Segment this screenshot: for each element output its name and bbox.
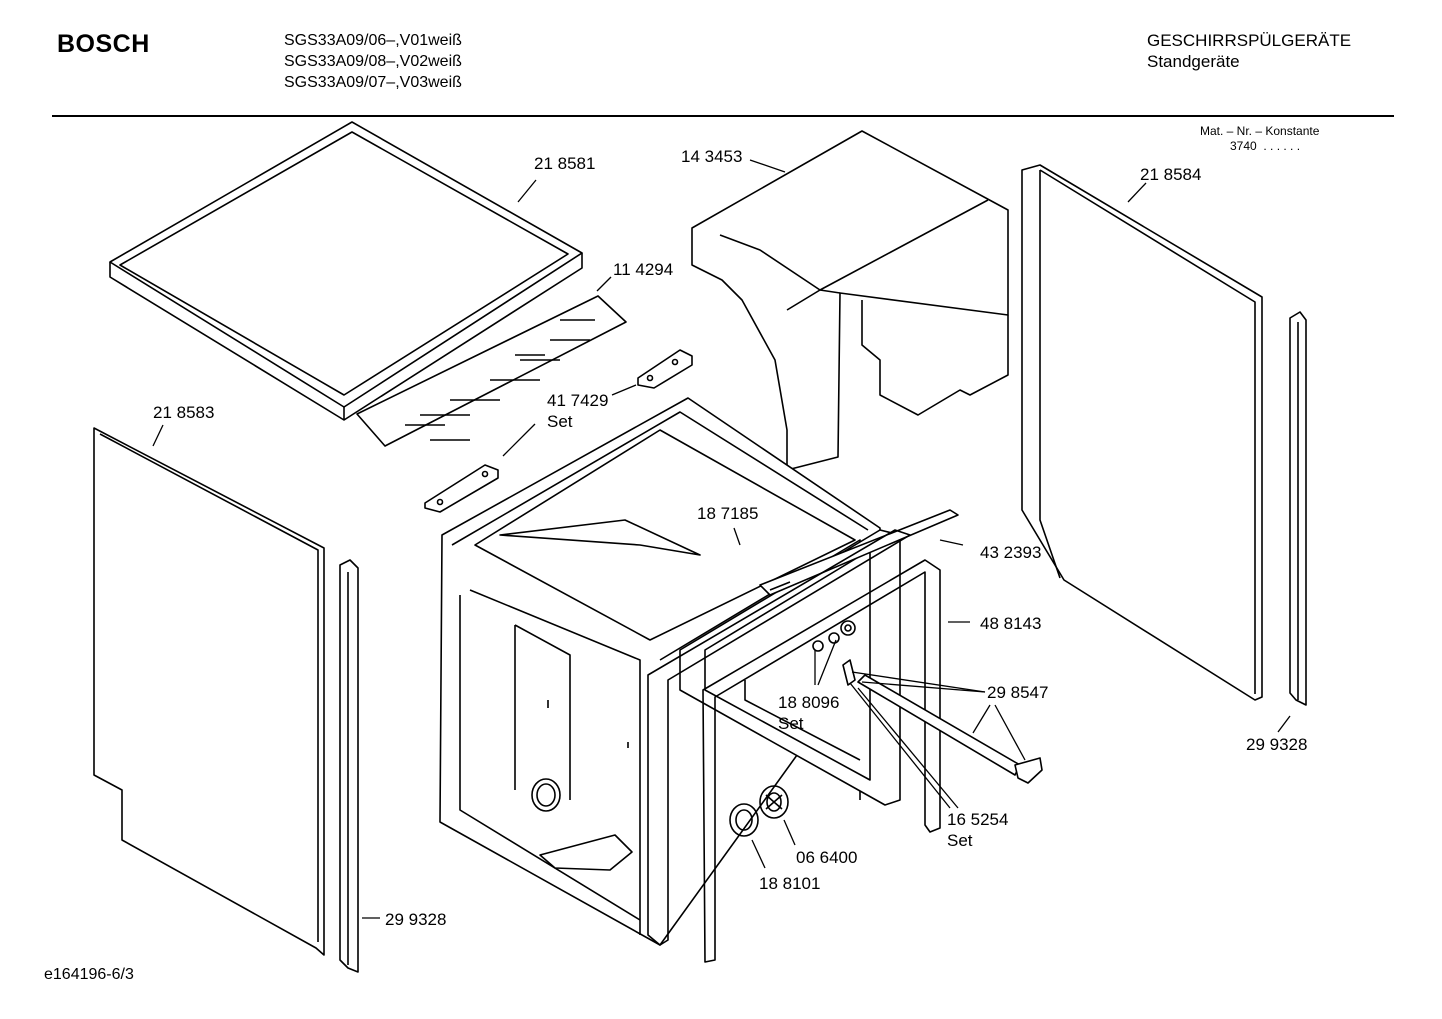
part-number: 21 8581 bbox=[534, 154, 596, 173]
part-number: 41 7429 bbox=[547, 391, 609, 410]
part-label-298547: 29 8547 bbox=[987, 682, 1048, 703]
material-constant-dots: . . . . . . bbox=[1263, 139, 1301, 153]
part-number: 18 8101 bbox=[759, 874, 821, 893]
material-constant-value: 3740 bbox=[1230, 139, 1257, 153]
part-label-143453: 14 3453 bbox=[681, 146, 742, 167]
front-frame-part bbox=[679, 529, 901, 806]
header-divider bbox=[52, 115, 1394, 117]
part-number: 21 8583 bbox=[153, 403, 215, 422]
mounting-bracket-lower bbox=[424, 464, 499, 513]
side-panel-left-part bbox=[93, 427, 325, 956]
mounting-bracket-upper bbox=[637, 349, 693, 389]
part-number: 11 4294 bbox=[613, 260, 674, 279]
part-suffix: Set bbox=[778, 714, 804, 733]
part-label-187185: 18 7185 bbox=[697, 503, 758, 524]
category-block: GESCHIRRSPÜLGERÄTE Standgeräte bbox=[1147, 30, 1351, 72]
tub-body-part bbox=[439, 397, 881, 946]
hose-fittings-part bbox=[812, 620, 856, 652]
part-label-218583: 21 8583 bbox=[153, 402, 214, 423]
edge-strip-left bbox=[339, 559, 359, 973]
material-constant-label: Mat. – Nr. – Konstante bbox=[1200, 124, 1320, 138]
model-list: SGS33A09/06–,V01weiß SGS33A09/08–,V02wei… bbox=[284, 30, 462, 93]
part-label-188101: 18 8101 bbox=[759, 873, 820, 894]
part-suffix: Set bbox=[947, 831, 973, 850]
part-number: 18 8096 bbox=[778, 693, 840, 712]
part-number: 29 9328 bbox=[385, 910, 447, 929]
hinge-lever-part bbox=[842, 659, 1043, 784]
material-constant-value-row: 3740 . . . . . . bbox=[1200, 139, 1319, 154]
edge-strip-right bbox=[1289, 311, 1307, 706]
drawing-id: e164196-6/3 bbox=[44, 966, 134, 983]
part-label-299328-right: 29 9328 bbox=[1246, 734, 1307, 755]
sump-ring-part bbox=[729, 803, 759, 837]
worktop-part bbox=[109, 121, 583, 421]
insulation-hood-part bbox=[691, 130, 1009, 471]
part-number: 14 3453 bbox=[681, 147, 743, 166]
part-label-488143: 48 8143 bbox=[980, 613, 1041, 634]
part-label-218581: 21 8581 bbox=[534, 153, 595, 174]
model-line: SGS33A09/06–,V01weiß bbox=[284, 32, 462, 49]
part-label-114294: 11 4294 bbox=[613, 259, 673, 280]
door-seal-part bbox=[647, 529, 941, 963]
part-label-066400: 06 6400 bbox=[796, 847, 857, 868]
model-line: SGS33A09/07–,V03weiß bbox=[284, 74, 462, 91]
category-title: GESCHIRRSPÜLGERÄTE bbox=[1147, 31, 1352, 50]
part-label-432393: 43 2393 bbox=[980, 542, 1041, 563]
part-label-218584: 21 8584 bbox=[1140, 164, 1201, 185]
part-number: 29 9328 bbox=[1246, 735, 1308, 754]
part-suffix: Set bbox=[547, 412, 573, 431]
insulation-sheet-part bbox=[356, 295, 627, 447]
part-number: 48 8143 bbox=[980, 614, 1042, 633]
part-number: 29 8547 bbox=[987, 683, 1049, 702]
leader-lines bbox=[152, 159, 1291, 919]
model-line: SGS33A09/08–,V02weiß bbox=[284, 53, 462, 70]
part-number: 16 5254 bbox=[947, 810, 1009, 829]
part-number: 43 2393 bbox=[980, 543, 1042, 562]
part-label-299328-left: 29 9328 bbox=[385, 909, 446, 930]
part-number: 06 6400 bbox=[796, 848, 858, 867]
part-number: 18 7185 bbox=[697, 504, 759, 523]
brand-logo: BOSCH bbox=[57, 30, 150, 58]
part-number: 21 8584 bbox=[1140, 165, 1202, 184]
sump-filter-part bbox=[759, 785, 789, 819]
category-subtitle: Standgeräte bbox=[1147, 52, 1240, 71]
side-panel-right-part bbox=[1021, 164, 1263, 701]
material-constant: Mat. – Nr. – Konstante 3740 . . . . . . bbox=[1200, 124, 1319, 154]
